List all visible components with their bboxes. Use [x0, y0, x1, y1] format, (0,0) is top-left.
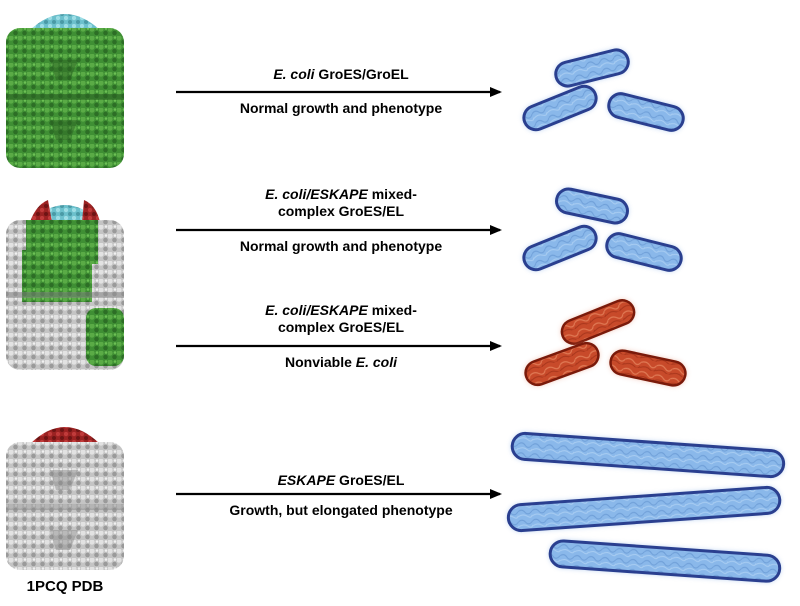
groesl-structure-eskape [6, 427, 124, 570]
cell-normal [522, 84, 598, 132]
cell-elongated [548, 539, 782, 583]
label-text: Normal growth and phenotype [239, 238, 443, 254]
label-italic: E. coli [355, 354, 398, 370]
label-text: complex GroES/EL [277, 319, 405, 335]
groes-cap-ecoli [30, 14, 100, 30]
label-italic: E. coli [273, 66, 315, 82]
row-3-top-label: E. coli/ESKAPE mixed- complex GroES/EL [176, 302, 506, 336]
row-1-bottom-label: Normal growth and phenotype [176, 100, 506, 117]
groes-cap-eskape [30, 427, 100, 444]
row-3-bottom-label: Nonviable E. coli [176, 354, 506, 371]
label-text: Growth, but elongated phenotype [229, 502, 453, 518]
label-text: Normal growth and phenotype [239, 100, 443, 116]
structure-caption: 1PCQ PDB [26, 578, 104, 595]
cell-group-row-4 [506, 431, 786, 583]
cell-normal [555, 187, 629, 225]
row-2-bottom-label: Normal growth and phenotype [176, 238, 506, 255]
label-text: complex GroES/EL [277, 203, 405, 219]
label-text: GroES/GroEL [314, 66, 409, 82]
row-2-top-label: E. coli/ESKAPE mixed- complex GroES/EL [176, 186, 506, 220]
cell-group-row-3 [524, 299, 687, 387]
cell-normal [522, 224, 598, 272]
cell-group-row-1 [522, 48, 685, 132]
cell-normal [554, 48, 630, 88]
label-text: mixed- [367, 186, 417, 202]
cell-normal [607, 92, 685, 132]
cell-normal [605, 232, 683, 272]
cell-group-row-2 [522, 187, 683, 272]
label-text: mixed- [367, 302, 417, 318]
groesl-structure-ecoli [6, 14, 124, 168]
label-text: Nonviable [284, 354, 356, 370]
cell-elongated [510, 431, 786, 479]
label-italic: E. coli/ESKAPE [265, 186, 368, 202]
groesl-structure-mixed [6, 200, 124, 370]
cell-nonviable [524, 341, 600, 387]
row-1-top-label: E. coli GroES/GroEL [176, 66, 506, 83]
label-italic: ESKAPE [277, 472, 336, 488]
row-4-bottom-label: Growth, but elongated phenotype [176, 502, 506, 519]
cell-nonviable [560, 299, 636, 345]
label-text: GroES/EL [335, 472, 405, 488]
cell-elongated [506, 485, 782, 533]
label-italic: E. coli/ESKAPE [265, 302, 368, 318]
row-4-top-label: ESKAPE GroES/EL [176, 472, 506, 489]
cell-nonviable [609, 349, 687, 387]
